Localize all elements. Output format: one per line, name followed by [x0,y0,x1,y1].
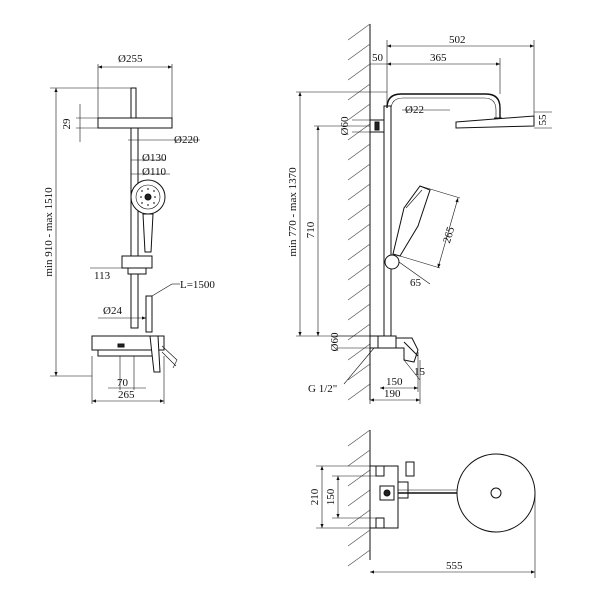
front-shower-head [97,117,173,129]
side-dim-arm-length: 365 [430,52,447,64]
side-dim-wall-offset: 50 [372,52,384,64]
side-hand-shower [392,185,431,257]
top-dim-length: 555 [446,560,463,572]
front-dim-total-height: min 910 - max 1510 [43,187,55,277]
side-spout [395,337,419,363]
side-view: 502 50 365 Ø22 55 Ø60 min 770 - max 1370… [287,23,552,404]
side-mixer-body [375,335,397,349]
side-hand-holder [384,254,400,270]
side-dim-height-range: min 770 - max 1370 [287,167,299,257]
front-hose-segment [145,295,153,333]
side-base-bracket [369,335,379,349]
front-dim-hand-inner: Ø110 [142,166,167,178]
side-dim-head-height: 55 [537,114,549,126]
side-dim-thread: G 1/2" [308,383,337,395]
side-shower-head [455,115,535,129]
front-riser-top [130,87,137,119]
front-dim-head-thickness: 29 [61,118,73,130]
side-dim-pipe-height: 710 [305,221,317,238]
side-dim-base-bracket: Ø60 [329,332,341,351]
side-vertical-pipe [383,105,392,343]
front-vertical-pipe [130,127,139,329]
top-dim-width: 210 [309,488,321,505]
front-dim-handle: 70 [117,377,129,389]
front-dim-holder: 113 [94,270,111,282]
side-dim-arm-total: 502 [449,34,466,46]
side-dim-spout: 150 [386,376,403,388]
front-dim-hose: L=1500 [180,279,215,291]
front-mixer-lever [149,335,161,373]
side-dim-hand-holder: 65 [410,277,422,289]
top-view: 210 150 555 [309,429,536,578]
top-wall [347,429,371,567]
front-dim-body-width: 265 [118,389,135,401]
front-dim-head-diameter: Ø255 [118,53,143,65]
side-shower-arm [386,93,501,120]
top-dim-center: 150 [325,488,337,505]
front-hand-shower-handle [142,213,154,253]
side-wall [347,23,371,401]
front-holder [121,255,153,269]
side-dim-hand-length: 265 [441,225,457,245]
front-dim-arm-diameter: Ø220 [174,134,199,146]
front-dim-pipe: Ø24 [103,305,122,317]
side-dim-arm-pipe: Ø22 [405,104,424,116]
front-view: Ø255 29 Ø220 Ø130 Ø110 113 L=1500 Ø24 70… [43,53,215,404]
front-dim-hand-outer: Ø130 [142,152,167,164]
side-dim-body-depth: 190 [384,388,401,400]
